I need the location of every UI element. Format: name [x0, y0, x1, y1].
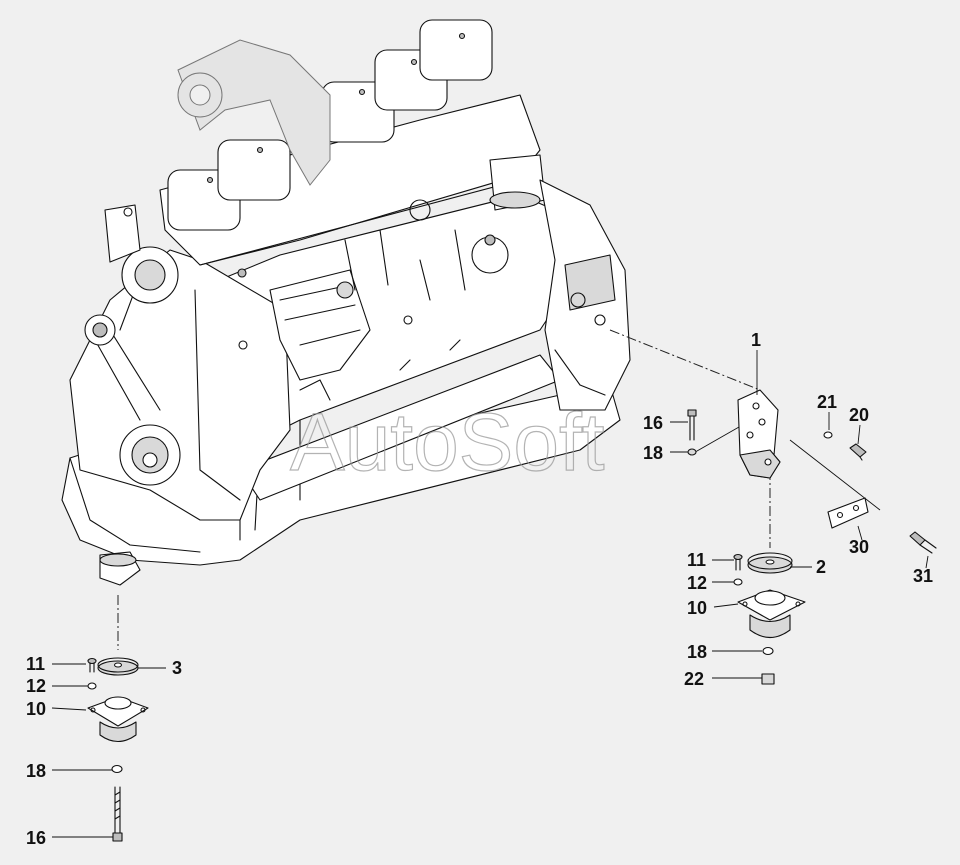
callout-16: 16: [26, 828, 46, 848]
callout-18: 18: [26, 761, 46, 781]
callout-18: 18: [687, 642, 707, 662]
callout-labels: 1 21 20 16 18 30 31 11 2 12 10 18 22 11 …: [26, 330, 933, 848]
rocker-covers: [167, 19, 493, 231]
callout-16: 16: [643, 413, 663, 433]
callout-21: 21: [817, 392, 837, 412]
callout-12: 12: [26, 676, 46, 696]
leader-lines: [51, 350, 929, 838]
washer-2: [747, 552, 793, 574]
rear-mount-bracket: [737, 389, 781, 479]
callout-30: 30: [849, 537, 869, 557]
nut-18-left: [111, 764, 123, 774]
bolt-20: [849, 443, 867, 461]
callout-2: 2: [816, 557, 826, 577]
bolt-11-left: [87, 657, 97, 673]
callout-3: 3: [172, 658, 182, 678]
plate-30: [827, 497, 869, 529]
nut-21: [823, 431, 833, 439]
bolt-16-top: [687, 409, 697, 441]
callout-20: 20: [849, 405, 869, 425]
nut-22: [761, 673, 775, 685]
rubber-mount-10-right: [737, 589, 806, 639]
callout-11: 11: [687, 550, 706, 570]
rubber-mount-10-left: [87, 696, 149, 743]
engine-block: [61, 19, 631, 586]
callout-11: 11: [26, 654, 45, 674]
washer-3: [97, 657, 139, 676]
callout-22: 22: [684, 669, 704, 689]
watermark: AutoSoft: [290, 397, 605, 488]
washer-12-right: [733, 578, 743, 586]
bolt-16-bottom: [112, 786, 123, 842]
callout-18: 18: [643, 443, 663, 463]
callout-10: 10: [687, 598, 707, 618]
callout-12: 12: [687, 573, 707, 593]
callout-1: 1: [751, 330, 761, 350]
nut-18-right: [762, 646, 774, 656]
nut-18-top: [687, 448, 697, 456]
bolt-31: [909, 531, 937, 554]
callout-31: 31: [913, 566, 933, 586]
callout-10: 10: [26, 699, 46, 719]
bolt-11-right: [733, 553, 743, 571]
washer-12-left: [87, 682, 97, 690]
